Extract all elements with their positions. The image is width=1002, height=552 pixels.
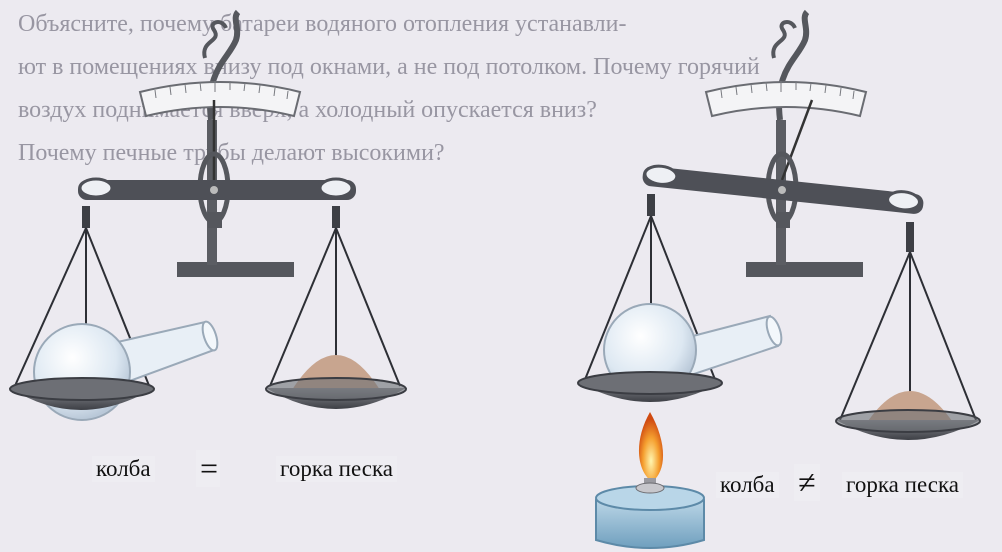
right-not-equal-sign: ≠	[794, 464, 820, 501]
left-stand	[177, 12, 294, 277]
left-scale-dial	[140, 81, 300, 228]
left-caption-flask: колба	[92, 456, 155, 482]
left-pan-left	[10, 206, 220, 420]
right-pan-right	[836, 222, 980, 440]
right-caption-sand: горка песка	[842, 472, 963, 498]
left-equals-sign: =	[196, 450, 220, 487]
right-caption-flask: колба	[716, 472, 779, 498]
left-balance	[10, 12, 406, 420]
left-beam	[78, 179, 356, 200]
flame-icon	[639, 412, 663, 482]
right-stand	[746, 12, 863, 277]
right-pointer	[782, 100, 812, 180]
left-pan-right	[266, 206, 406, 409]
left-caption-sand: горка песка	[276, 456, 397, 482]
right-pan-left	[578, 194, 784, 402]
right-balance	[578, 12, 980, 548]
spirit-burner	[596, 412, 704, 548]
